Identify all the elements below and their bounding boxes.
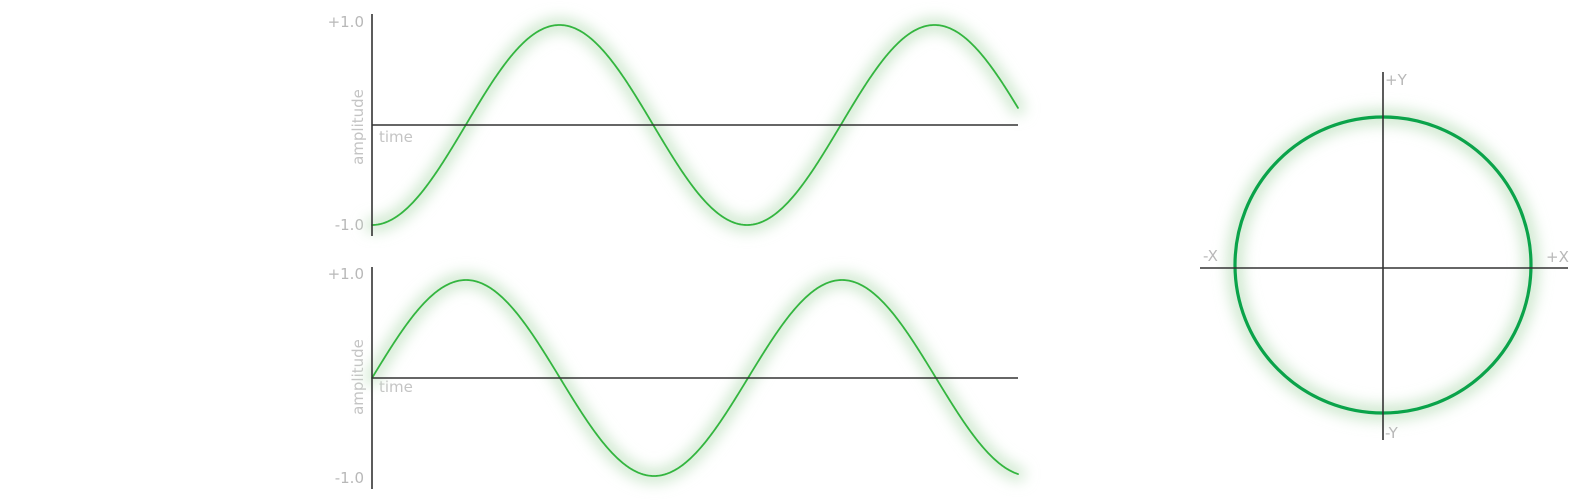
top-y-tick-min: -1.0 [335,216,364,234]
xy-neg-x-label: -X [1203,247,1218,265]
bottom-y-tick-max: +1.0 [328,265,364,283]
xy-neg-y-label: -Y [1385,424,1399,442]
bottom-x-axis-label: time [379,378,413,396]
xy-pos-y-label: +Y [1385,71,1408,89]
bottom-wave-panel: +1.0 -1.0 amplitude time [328,265,1025,489]
top-wave-panel: +1.0 -1.0 amplitude time [328,13,1025,236]
xy-pos-x-label: +X [1546,248,1569,266]
top-x-axis-label: time [379,128,413,146]
bottom-y-axis-label: amplitude [349,339,367,415]
xy-circle-panel: +Y -Y -X +X [1200,71,1569,442]
bottom-y-tick-min: -1.0 [335,469,364,487]
bottom-wave-series [371,279,1019,477]
top-y-tick-max: +1.0 [328,13,364,31]
top-wave-series [371,24,1019,226]
top-y-axis-label: amplitude [349,89,367,165]
